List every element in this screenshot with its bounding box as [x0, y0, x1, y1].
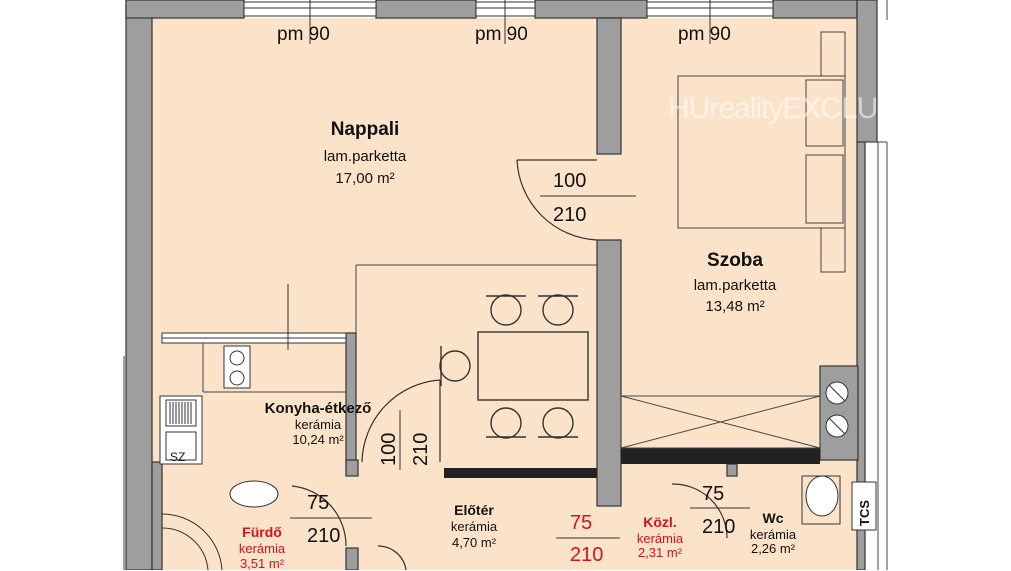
- room-name-wc: Wc: [762, 510, 784, 526]
- room-floor-szoba: lam.parketta: [693, 277, 777, 294]
- room-area-wc: 2,26 m²: [750, 541, 796, 556]
- outline-lines: [123, 0, 888, 570]
- room-name-furdo: Fürdő: [242, 524, 282, 540]
- room-name-nappali: Nappali: [330, 119, 400, 140]
- room-floor-eloter: kerámia: [450, 519, 498, 534]
- door-height-furdo: 210: [307, 525, 341, 547]
- door-width-furdo: 75: [307, 492, 330, 514]
- wardrobe: [620, 395, 821, 449]
- shaft-label: TCS: [857, 500, 872, 526]
- door-width-wc: 75: [702, 483, 725, 505]
- bathroom-fixtures: [229, 381, 877, 531]
- partition-walls: [444, 448, 820, 478]
- room-name-kozl: Közl.: [643, 514, 677, 530]
- room-floor-nappali: lam.parketta: [323, 148, 407, 165]
- door-height-wc: 210: [702, 516, 736, 538]
- window-label-3: pm 90: [678, 24, 731, 45]
- dining-set: [439, 294, 589, 439]
- shower: [161, 513, 223, 570]
- windows: [161, 0, 774, 350]
- door-dimension-lines: [290, 195, 750, 539]
- room-area-nappali: 17,00 m²: [335, 170, 395, 187]
- room-name-szoba: Szoba: [707, 250, 763, 271]
- watermark-text: HUrealityEXCLU: [668, 92, 878, 125]
- room-area-konyha: 10,24 m²: [292, 432, 344, 447]
- door-width-kozl: 75: [570, 512, 593, 534]
- door-height-kozl: 210: [570, 544, 604, 566]
- room-floor-wc: kerámia: [749, 527, 797, 542]
- kitchen-fixtures: [159, 345, 251, 465]
- room-area-eloter: 4,70 m²: [451, 535, 497, 550]
- door-height-konyha: 210: [410, 432, 432, 466]
- room-area-szoba: 13,48 m²: [705, 298, 765, 315]
- room-area-kozl: 2,31 m²: [637, 545, 683, 560]
- room-floor-kozl: kerámia: [636, 531, 684, 546]
- door-height-szoba: 210: [553, 204, 587, 226]
- room-area-furdo: 3,51 m²: [239, 556, 285, 571]
- door-swings: [291, 159, 728, 570]
- window-label-2: pm 90: [475, 24, 528, 45]
- room-name-konyha: Konyha-étkező: [264, 400, 372, 417]
- sink-label: SZ: [170, 450, 186, 464]
- sink-grid-icon: [169, 402, 192, 424]
- bed: [677, 31, 846, 273]
- room-floor-furdo: kerámia: [238, 541, 286, 556]
- room-floor-konyha: kerámia: [294, 417, 342, 432]
- room-name-eloter: Előtér: [454, 502, 494, 518]
- door-width-szoba: 100: [553, 170, 587, 192]
- window-label-1: pm 90: [277, 24, 330, 45]
- door-width-konyha: 100: [378, 432, 400, 466]
